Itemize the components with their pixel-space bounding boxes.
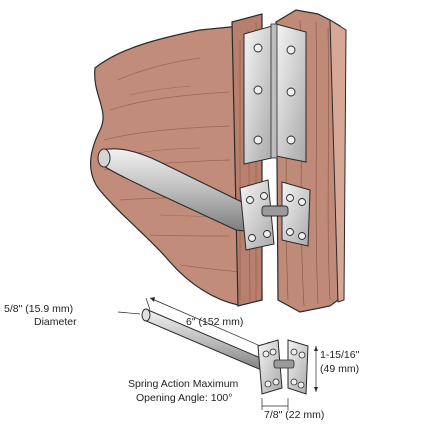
detail-rod — [117, 297, 271, 373]
spring-line2-label: Opening Angle: 100° — [136, 392, 232, 404]
mounting-plates-installed — [239, 179, 311, 251]
dimension-labels: 5/8" (15.9 mm) Diameter 6" (152 mm) 1-15… — [4, 303, 360, 421]
hinge — [243, 23, 307, 165]
diameter-value-label: 5/8" (15.9 mm) — [4, 303, 73, 315]
plate-height-in-label: 1-15/16" — [320, 349, 360, 361]
plate-height-mm-label: (49 mm) — [320, 363, 359, 375]
detail-plates — [257, 339, 318, 410]
plate-width-label: 7/8" (22 mm) — [264, 409, 324, 421]
length-label: 6" (152 mm) — [186, 316, 243, 328]
spring-line1-label: Spring Action Maximum — [128, 378, 239, 390]
diameter-word-label: Diameter — [34, 316, 77, 328]
